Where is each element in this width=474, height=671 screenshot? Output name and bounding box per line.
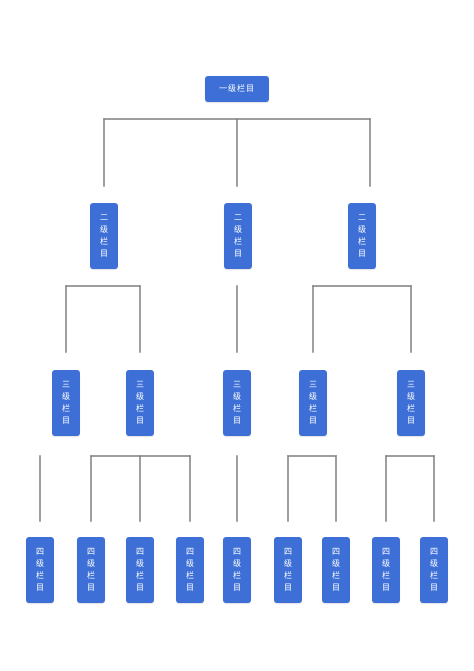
node-label: 四级栏目 — [87, 547, 95, 592]
node-level3-4[interactable]: 三级栏目 — [299, 370, 327, 436]
node-level4-6[interactable]: 四级栏目 — [274, 537, 302, 603]
node-level4-3[interactable]: 四级栏目 — [126, 537, 154, 603]
node-label: 二级栏目 — [358, 213, 366, 258]
node-level3-1[interactable]: 三级栏目 — [52, 370, 80, 436]
node-level2-1[interactable]: 二级栏目 — [90, 203, 118, 269]
node-label: 一级栏目 — [219, 84, 255, 93]
node-label: 四级栏目 — [430, 547, 438, 592]
node-level4-1[interactable]: 四级栏目 — [26, 537, 54, 603]
node-level3-3[interactable]: 三级栏目 — [223, 370, 251, 436]
node-label: 二级栏目 — [100, 213, 108, 258]
node-level4-4[interactable]: 四级栏目 — [176, 537, 204, 603]
node-level4-2[interactable]: 四级栏目 — [77, 537, 105, 603]
node-level4-8[interactable]: 四级栏目 — [372, 537, 400, 603]
node-label: 三级栏目 — [62, 380, 70, 425]
node-label: 四级栏目 — [284, 547, 292, 592]
node-label: 四级栏目 — [36, 547, 44, 592]
node-level3-5[interactable]: 三级栏目 — [397, 370, 425, 436]
node-label: 四级栏目 — [332, 547, 340, 592]
node-level4-9[interactable]: 四级栏目 — [420, 537, 448, 603]
node-level2-3[interactable]: 二级栏目 — [348, 203, 376, 269]
node-level2-2[interactable]: 二级栏目 — [224, 203, 252, 269]
node-label: 二级栏目 — [234, 213, 242, 258]
node-level4-7[interactable]: 四级栏目 — [322, 537, 350, 603]
node-label: 四级栏目 — [382, 547, 390, 592]
node-level3-2[interactable]: 三级栏目 — [126, 370, 154, 436]
node-label: 四级栏目 — [186, 547, 194, 592]
node-label: 三级栏目 — [233, 380, 241, 425]
node-level1[interactable]: 一级栏目 — [205, 76, 269, 102]
node-level4-5[interactable]: 四级栏目 — [223, 537, 251, 603]
node-label: 三级栏目 — [309, 380, 317, 425]
node-label: 四级栏目 — [136, 547, 144, 592]
node-label: 三级栏目 — [136, 380, 144, 425]
node-label: 三级栏目 — [407, 380, 415, 425]
node-label: 四级栏目 — [233, 547, 241, 592]
